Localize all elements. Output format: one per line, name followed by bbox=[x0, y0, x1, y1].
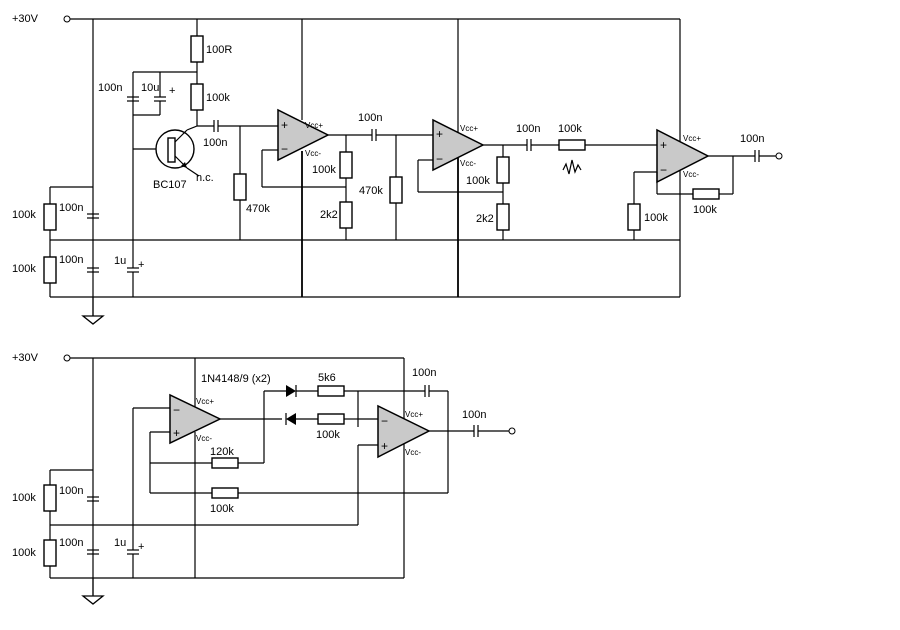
r-100k-in3-label: 100k bbox=[558, 123, 582, 135]
resistor-120k bbox=[211, 457, 239, 469]
opamp-1: + − Vcc+ Vcc- bbox=[277, 108, 330, 162]
svg-text:−: − bbox=[381, 414, 388, 428]
r-2k2-2-label: 2k2 bbox=[476, 213, 494, 225]
svg-text:+: + bbox=[169, 85, 175, 97]
opampa-vccp: Vcc+ bbox=[196, 397, 214, 406]
resistor-100k-mid bbox=[211, 487, 239, 499]
opampb-vccm: Vcc- bbox=[405, 448, 421, 457]
svg-text:−: − bbox=[173, 403, 180, 417]
r-100k-mid-label: 100k bbox=[210, 503, 234, 515]
svg-text:+: + bbox=[281, 118, 288, 132]
svg-text:−: − bbox=[281, 142, 288, 156]
svg-text:+: + bbox=[660, 138, 667, 152]
resistor-100k-diode bbox=[317, 413, 345, 425]
top-output-terminal-icon bbox=[775, 152, 783, 160]
resistor-100k-bias3 bbox=[627, 203, 641, 231]
opamp1-vccp: Vcc+ bbox=[305, 121, 323, 130]
resistor-100k-fb3 bbox=[692, 188, 720, 200]
r-2k2-1-label: 2k2 bbox=[320, 209, 338, 221]
c-100n-out-top-label: 100n bbox=[740, 133, 764, 145]
bottom-supply-label: +30V bbox=[12, 352, 39, 364]
r-100k-diode-label: 100k bbox=[316, 429, 340, 441]
b-c-100n-div-bottom-label: 100n bbox=[59, 537, 83, 549]
r-100k-fb3-label: 100k bbox=[693, 204, 717, 216]
b-c-100n-fb-label: 100n bbox=[412, 367, 436, 379]
resistor-2k2-1 bbox=[339, 201, 353, 229]
r-100k-div-bottom-label: 100k bbox=[12, 263, 36, 275]
r-100k-div-left-label: 100k bbox=[12, 209, 36, 221]
r-100k-fb1-label: 100k bbox=[312, 164, 336, 176]
b-c-1u-label: 1u bbox=[114, 537, 126, 549]
resistor-100k-div-bottom bbox=[43, 256, 57, 284]
b-c-100n-out-label: 100n bbox=[462, 409, 486, 421]
top-supply-label: +30V bbox=[12, 13, 39, 25]
r-5k6-label: 5k6 bbox=[318, 372, 336, 384]
resistor-100r bbox=[190, 35, 204, 63]
b-r-100k-div-left-label: 100k bbox=[12, 492, 36, 504]
opamp-3: + − Vcc+ Vcc- bbox=[656, 128, 710, 184]
c-100n-coupling1-label: 100n bbox=[203, 137, 227, 149]
c-100n-coupling2-label: 100n bbox=[358, 112, 382, 124]
nc-label: n.c. bbox=[196, 172, 214, 184]
opamp2-vccp: Vcc+ bbox=[460, 124, 478, 133]
resistor-100k-collector bbox=[190, 83, 204, 111]
transistor-label: BC107 bbox=[153, 179, 187, 191]
svg-text:−: − bbox=[660, 163, 667, 177]
b-r-100k-div-bottom-label: 100k bbox=[12, 547, 36, 559]
c-100n-coupling3-label: 100n bbox=[516, 123, 540, 135]
resistor-100k-fb2 bbox=[496, 156, 510, 184]
r-470k-1-label: 470k bbox=[246, 203, 270, 215]
c-100n-base-label: 100n bbox=[98, 82, 122, 94]
resistor-5k6 bbox=[317, 385, 345, 397]
opamp2-vccm: Vcc- bbox=[460, 159, 476, 168]
b-c-100n-div-left-label: 100n bbox=[59, 485, 83, 497]
bottom-output-terminal-icon bbox=[508, 427, 516, 435]
noise-resistor-icon bbox=[562, 159, 582, 175]
c-10u-label: 10u bbox=[141, 82, 159, 94]
diode-icon bbox=[286, 385, 297, 397]
c-100n-div-left-label: 100n bbox=[59, 202, 83, 214]
resistor-2k2-2 bbox=[496, 203, 510, 231]
resistor-100k-in3 bbox=[558, 139, 586, 151]
opamp3-vccp: Vcc+ bbox=[683, 134, 701, 143]
bottom-ground-icon bbox=[81, 578, 105, 605]
r-100k-collector-label: 100k bbox=[206, 92, 230, 104]
bottom-circuit: +30V 100k 100n 100k 100n 1u + − + Vcc+ V… bbox=[12, 352, 516, 605]
svg-text:+: + bbox=[138, 259, 144, 271]
resistor-470k-2 bbox=[389, 176, 403, 204]
resistor-470k-1 bbox=[233, 173, 247, 201]
c-1u-label: 1u bbox=[114, 255, 126, 267]
r-120k-label: 120k bbox=[210, 446, 234, 458]
npn-transistor-icon bbox=[155, 129, 195, 169]
r-100r-label: 100R bbox=[206, 44, 232, 56]
opamp-2: + − Vcc+ Vcc- bbox=[432, 118, 485, 172]
r-100k-fb2-label: 100k bbox=[466, 175, 490, 187]
c-100n-div-bottom-label: 100n bbox=[59, 254, 83, 266]
svg-text:+: + bbox=[436, 127, 443, 141]
resistor-100k-bot-div-top bbox=[43, 484, 57, 512]
top-ground-icon bbox=[81, 297, 105, 325]
resistor-100k-bot-div-bottom bbox=[43, 539, 57, 567]
bottom-supply-terminal-icon bbox=[63, 354, 71, 362]
opamp3-vccm: Vcc- bbox=[683, 170, 699, 179]
svg-text:+: + bbox=[173, 426, 180, 440]
svg-text:+: + bbox=[381, 439, 388, 453]
top-supply-terminal-icon bbox=[63, 15, 71, 23]
opamp1-vccm: Vcc- bbox=[305, 149, 321, 158]
resistor-100k-div-top bbox=[43, 203, 57, 231]
svg-text:+: + bbox=[138, 541, 144, 553]
diode-icon bbox=[285, 413, 296, 425]
diodes-label: 1N4148/9 (x2) bbox=[201, 373, 271, 385]
svg-text:−: − bbox=[436, 152, 443, 166]
resistor-100k-fb1 bbox=[339, 151, 353, 179]
r-100k-bias3-label: 100k bbox=[644, 212, 668, 224]
opampa-vccm: Vcc- bbox=[196, 434, 212, 443]
r-470k-2-label: 470k bbox=[359, 185, 383, 197]
top-circuit: +30V 100R 100k 100n 10u + BC107 n.c. 100… bbox=[12, 13, 783, 325]
opampb-vccp: Vcc+ bbox=[405, 410, 423, 419]
